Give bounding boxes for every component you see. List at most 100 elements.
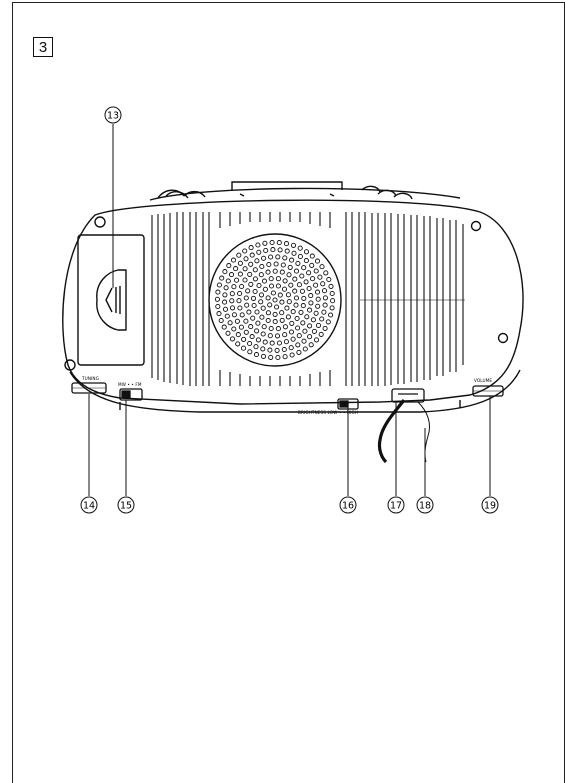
speaker-hole — [293, 268, 300, 274]
speaker-hole — [282, 332, 288, 338]
speaker-hole — [222, 299, 228, 305]
speaker-hole — [276, 240, 282, 246]
speaker-hole — [265, 310, 271, 316]
left-top-hole — [94, 216, 106, 228]
speaker-hole — [328, 283, 334, 289]
speaker-hole — [274, 304, 280, 310]
speaker-hole — [283, 339, 289, 345]
speaker-hole — [268, 283, 275, 289]
speaker-hole — [320, 281, 326, 287]
speaker-hole — [236, 298, 242, 304]
speaker-hole — [286, 272, 292, 278]
speaker-hole — [256, 282, 262, 289]
speaker-hole — [248, 281, 254, 287]
speaker-hole — [272, 319, 278, 325]
speaker-hole — [260, 346, 266, 352]
speaker-hole — [299, 288, 305, 294]
speaker-hole — [243, 318, 249, 324]
speaker-hole — [302, 346, 308, 352]
speaker-hole — [243, 295, 249, 301]
speaker-hole — [268, 325, 274, 332]
speaker-hole — [313, 337, 320, 343]
speaker-hole — [302, 328, 308, 334]
callout-15: 15 — [120, 501, 132, 512]
speaker-hole — [235, 332, 241, 338]
speaker-hole — [239, 312, 245, 318]
speaker-hole — [263, 247, 269, 254]
speaker-hole — [258, 272, 264, 278]
speaker-hole — [301, 265, 307, 271]
speaker-hole — [309, 253, 315, 259]
speaker-hole — [244, 302, 250, 308]
speaker-hole — [275, 354, 281, 361]
speaker-hole — [250, 315, 256, 321]
speaker-hole — [280, 262, 286, 268]
callout-16: 16 — [342, 501, 354, 512]
speaker-hole — [268, 254, 274, 260]
speaker-hole — [315, 322, 322, 328]
volume-label: VOLUME — [474, 378, 492, 383]
tuning-label: TUNING — [81, 376, 99, 381]
speaker-hole — [279, 310, 285, 316]
speaker-hole — [259, 314, 265, 320]
speaker-hole — [321, 288, 328, 294]
speaker-hole — [236, 252, 242, 258]
battery-compartment — [77, 234, 145, 366]
speaker-hole — [297, 253, 303, 260]
speaker-hole — [317, 274, 323, 280]
speaker-hole — [222, 292, 228, 298]
speaker-hole — [323, 270, 329, 276]
speaker-hole — [309, 262, 315, 268]
speaker-hole — [237, 271, 243, 277]
speaker-hole — [247, 349, 253, 355]
speaker-hole — [282, 324, 288, 330]
speaker-hole — [308, 342, 314, 348]
speaker-hole — [222, 269, 228, 275]
speaker-hole — [268, 276, 274, 282]
left-bottom-hole — [64, 359, 76, 371]
speaker-hole — [319, 264, 325, 270]
speaker-hole — [308, 293, 314, 299]
power-cord — [377, 399, 406, 464]
speaker-hole — [248, 324, 254, 330]
speaker-hole — [272, 311, 278, 317]
speaker-hole — [270, 247, 276, 253]
speaker-hole — [282, 278, 288, 284]
speaker-hole — [241, 336, 247, 342]
speaker-hole — [216, 282, 222, 288]
speaker-hole — [251, 302, 257, 309]
speaker-hole — [288, 329, 295, 335]
speaker-hole — [307, 334, 313, 340]
speaker-hole — [294, 315, 300, 322]
speaker-hole — [274, 347, 280, 353]
speaker-hole — [304, 314, 310, 320]
speaker-hole — [295, 260, 301, 266]
speaker-hole — [239, 283, 245, 290]
handle-block — [231, 181, 343, 190]
speaker-hole — [321, 309, 327, 315]
speaker-hole — [253, 344, 259, 350]
speaker-hole — [229, 298, 235, 304]
speaker-hole — [260, 353, 267, 359]
speaker-hole — [273, 261, 279, 267]
speaker-hole — [222, 306, 229, 312]
speaker-hole — [295, 325, 301, 331]
speaker-hole — [256, 249, 262, 255]
speaker-hole — [254, 328, 260, 334]
speaker-hole — [306, 285, 312, 292]
speaker-hole — [276, 340, 282, 346]
power-socket — [391, 388, 425, 403]
speaker-hole — [216, 311, 222, 317]
band-label: MW • • FM — [118, 382, 142, 387]
speaker-hole — [258, 292, 265, 298]
speaker-hole — [228, 272, 235, 278]
speaker-hole — [300, 303, 306, 309]
speaker-hole — [314, 258, 321, 264]
speaker-hole — [235, 341, 241, 347]
speaker-hole — [215, 303, 221, 310]
speaker-hole — [275, 326, 281, 332]
speaker-hole — [279, 317, 285, 323]
figure-number: 3 — [33, 37, 53, 57]
speaker-hole — [215, 289, 221, 295]
speaker-hole — [255, 242, 261, 248]
